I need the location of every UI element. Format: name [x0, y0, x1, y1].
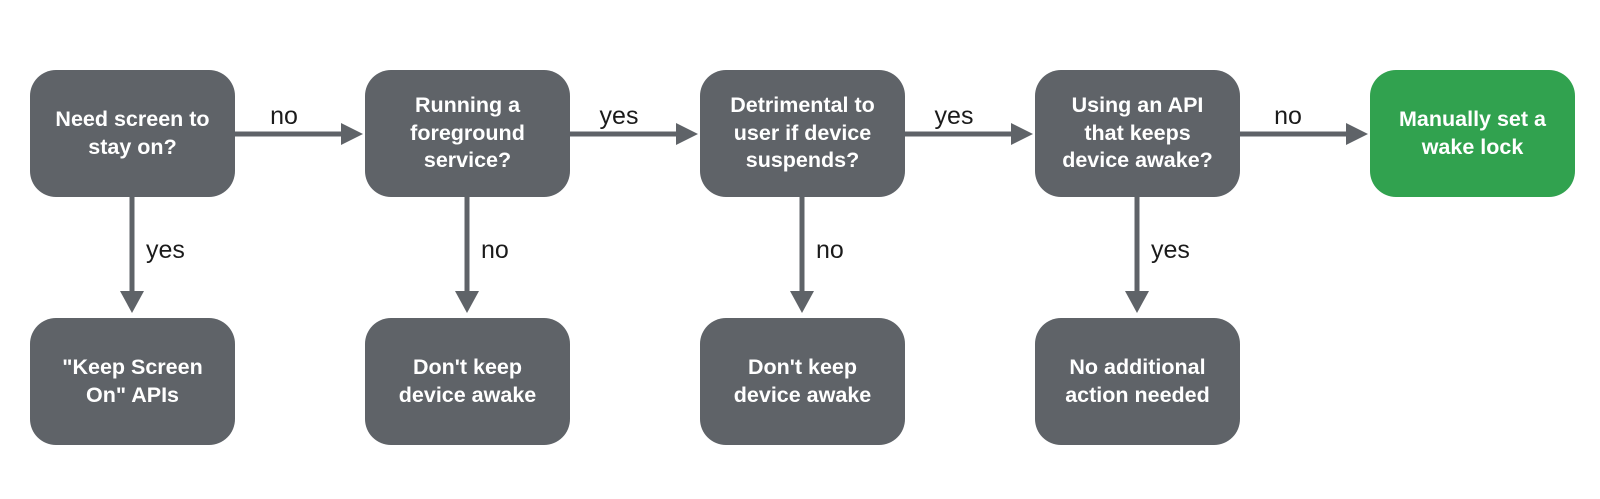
edge-label-right-2: yes [599, 102, 639, 130]
outcome-node-2-label: Don't keep device awake [398, 354, 537, 407]
question-node-4-label: Using an API that keeps device awake? [1062, 92, 1213, 173]
question-node-4: Using an API that keeps device awake? [1035, 70, 1240, 197]
question-node-2-label: Running a foreground service? [410, 92, 525, 173]
terminal-node-label: Manually set a wake lock [1399, 106, 1546, 159]
arrow-down-3 [790, 197, 814, 313]
outcome-node-3-label: Don't keep device awake [733, 354, 872, 407]
arrow-right-3 [905, 123, 1033, 145]
edge-label-right-3: yes [934, 102, 974, 130]
arrow-down-1 [120, 197, 144, 313]
arrow-down-2 [455, 197, 479, 313]
outcome-node-4: No additional action needed [1035, 318, 1240, 445]
outcome-node-1-label: "Keep Screen On" APIs [62, 354, 203, 407]
edge-label-right-1: no [270, 102, 298, 130]
edge-label-down-4: yes [1151, 236, 1190, 264]
question-node-1: Need screen to stay on? [30, 70, 235, 197]
outcome-node-4-label: No additional action needed [1065, 354, 1210, 407]
question-node-3: Detrimental to user if device suspends? [700, 70, 905, 197]
question-node-2: Running a foreground service? [365, 70, 570, 197]
arrow-right-2 [570, 123, 698, 145]
edge-label-right-4: no [1274, 102, 1302, 130]
question-node-3-label: Detrimental to user if device suspends? [730, 92, 875, 173]
arrow-down-4 [1125, 197, 1149, 313]
outcome-node-1: "Keep Screen On" APIs [30, 318, 235, 445]
question-node-1-label: Need screen to stay on? [55, 106, 210, 159]
edge-label-down-1: yes [146, 236, 185, 264]
arrow-right-1 [235, 123, 363, 145]
outcome-node-2: Don't keep device awake [365, 318, 570, 445]
terminal-node: Manually set a wake lock [1370, 70, 1575, 197]
arrow-right-4 [1240, 123, 1368, 145]
outcome-node-3: Don't keep device awake [700, 318, 905, 445]
edge-label-down-2: no [481, 236, 509, 264]
edge-label-down-3: no [816, 236, 844, 264]
